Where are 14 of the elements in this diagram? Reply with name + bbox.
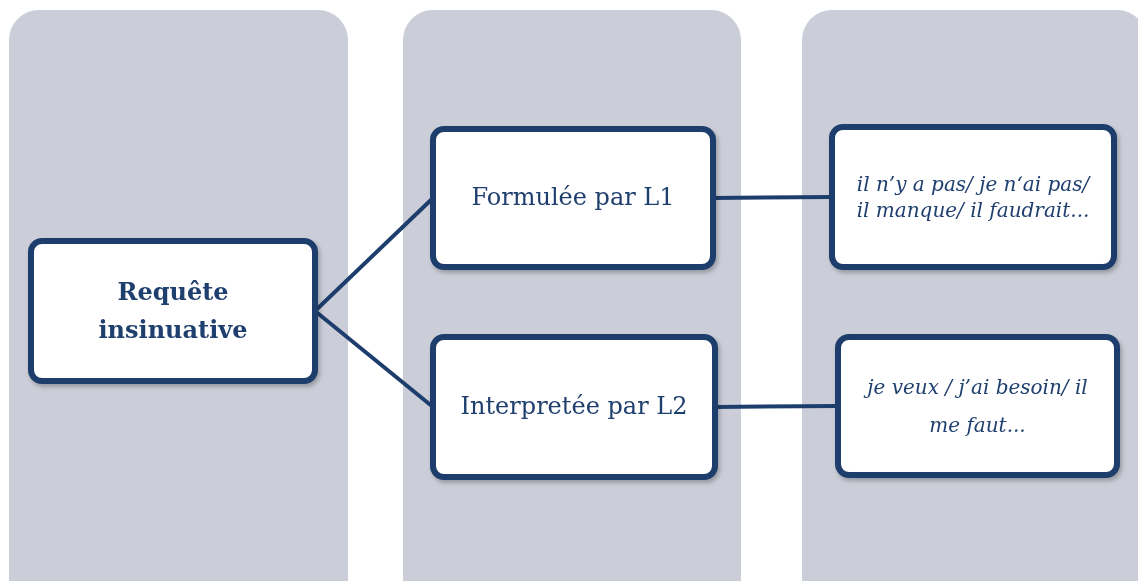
- box-text: il n’y a pas/ je n‘ai pas/ il manque/ il faudrait...: [855, 171, 1092, 223]
- text-box: [430, 126, 716, 270]
- column-panel: [403, 10, 741, 581]
- connector-line: [715, 404, 838, 409]
- box-text: je veux / j’ai besoin/ il me faut...: [857, 368, 1098, 444]
- text-box: [430, 334, 718, 480]
- column-panel: [802, 10, 1138, 581]
- box-text: Formulée par L1: [471, 182, 675, 214]
- text-box: [829, 124, 1117, 270]
- column-panel: [9, 10, 348, 581]
- box-text: Requête insinuative: [97, 275, 249, 346]
- box-text: Interpretée par L2: [460, 391, 688, 423]
- text-box: [835, 334, 1120, 478]
- text-box: [28, 238, 318, 384]
